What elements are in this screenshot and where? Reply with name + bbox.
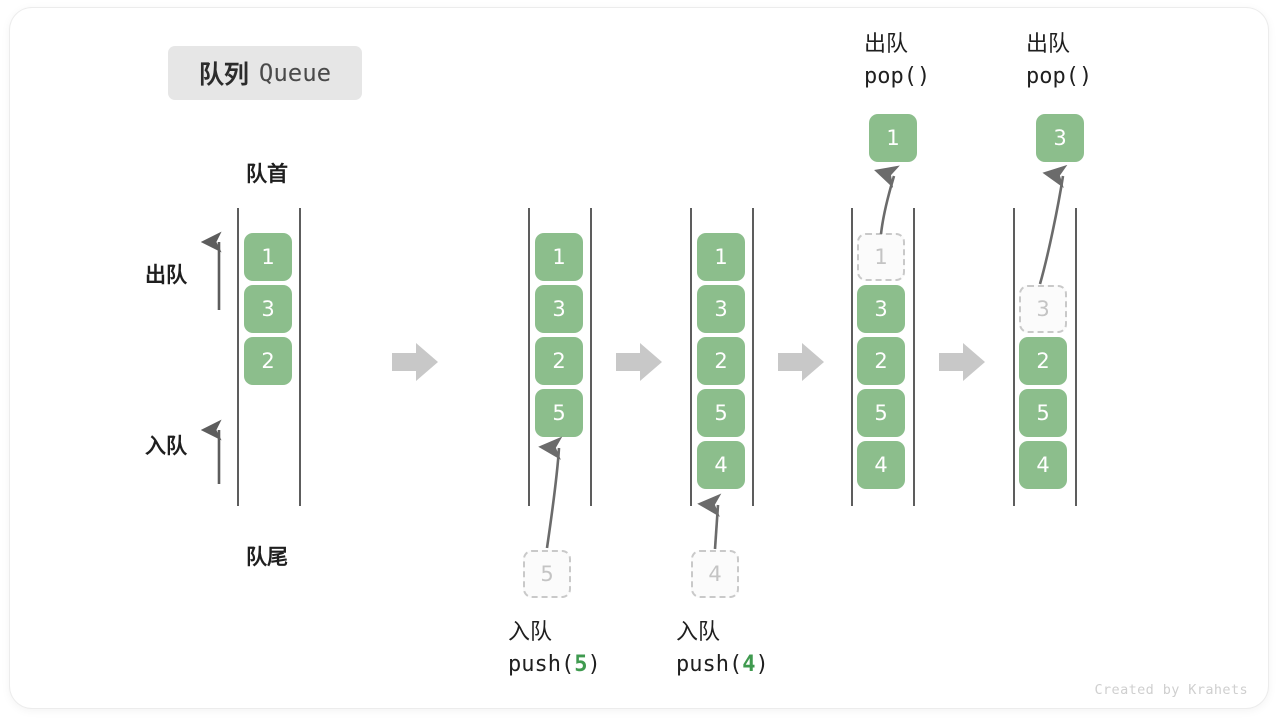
stage-4-item-3: 5 [857, 389, 905, 437]
dequeue-direction-arrow-icon [200, 231, 222, 310]
title-en: Queue [258, 59, 332, 87]
stage-5-caption-cn: 出队 [1026, 32, 1071, 57]
flow-arrow-2-icon [616, 343, 662, 381]
enqueue-direction-arrow-icon [200, 419, 222, 484]
dequeue-direction-label: 出队 [145, 263, 187, 287]
stage-2-rail-right [590, 208, 592, 506]
diagram-title-chip: 队列 Queue [168, 46, 362, 100]
stage-5-pop-arrow-icon [1038, 164, 1068, 285]
enqueue-direction-label: 入队 [145, 434, 187, 458]
stage-3-item-1: 3 [697, 285, 745, 333]
flow-arrow-3-icon [778, 343, 824, 381]
stage-4-rail-left [851, 208, 853, 506]
stage-3-item-3: 5 [697, 389, 745, 437]
stage-1-item-2: 2 [244, 337, 292, 385]
stage-4-outgoing-item: 1 [869, 114, 917, 162]
stage-2-incoming-ghost: 5 [523, 550, 571, 598]
stage-5-caption-code: pop() [1026, 64, 1093, 89]
stage-3-incoming-ghost: 4 [691, 550, 739, 598]
stage-3-caption-cn: 入队 [676, 620, 721, 645]
stage-4-item-0-ghost: 1 [857, 233, 905, 281]
stage-3-item-0: 1 [697, 233, 745, 281]
stage-4-rail-right [913, 208, 915, 506]
stage-5-rail-left [1013, 208, 1015, 506]
stage-4-pop-arrow-icon [874, 165, 900, 235]
stage-2-rail-left [528, 208, 530, 506]
stage-1-rail-right [299, 208, 301, 506]
stage-5-caption: 出队 pop() [1026, 30, 1092, 94]
stage-2-caption-code: push(5) [508, 652, 601, 677]
queue-tail-label: 队尾 [246, 545, 288, 569]
stage-5-item-2: 2 [1019, 337, 1067, 385]
stage-4-caption-code: pop() [864, 64, 931, 89]
stage-1-item-0: 1 [244, 233, 292, 281]
stage-4-item-4: 4 [857, 441, 905, 489]
stage-4-item-1: 3 [857, 285, 905, 333]
stage-2-item-1: 3 [535, 285, 583, 333]
stage-1-item-1: 3 [244, 285, 292, 333]
stage-3-item-4: 4 [697, 441, 745, 489]
stage-5-item-1-ghost: 3 [1019, 285, 1067, 333]
stage-3-push-arrow-icon [697, 493, 722, 550]
stage-5-outgoing-item: 3 [1036, 114, 1084, 162]
stage-5-rail-right [1075, 208, 1077, 506]
stage-2-caption-cn: 入队 [508, 620, 553, 645]
stage-3-caption: 入队 push(4) [676, 618, 769, 682]
flow-arrow-4-icon [939, 343, 985, 381]
stage-2-caption: 入队 push(5) [508, 618, 601, 682]
stage-5-item-3: 5 [1019, 389, 1067, 437]
credit-text: Created by Krahets [1094, 682, 1248, 698]
stage-3-rail-right [752, 208, 754, 506]
stage-4-caption: 出队 pop() [864, 30, 930, 94]
queue-head-label: 队首 [246, 162, 288, 186]
stage-2-item-0: 1 [535, 233, 583, 281]
stage-2-item-3: 5 [535, 389, 583, 437]
stage-5-item-4: 4 [1019, 441, 1067, 489]
stage-2-item-2: 2 [535, 337, 583, 385]
stage-3-rail-left [690, 208, 692, 506]
stage-2-push-arrow-icon [538, 436, 563, 549]
stage-4-item-2: 2 [857, 337, 905, 385]
stage-3-caption-code: push(4) [676, 652, 769, 677]
flow-arrow-1-icon [392, 343, 438, 381]
title-cn: 队列 [198, 60, 249, 89]
stage-4-caption-cn: 出队 [864, 32, 909, 57]
stage-1-rail-left [237, 208, 239, 506]
stage-3-item-2: 2 [697, 337, 745, 385]
